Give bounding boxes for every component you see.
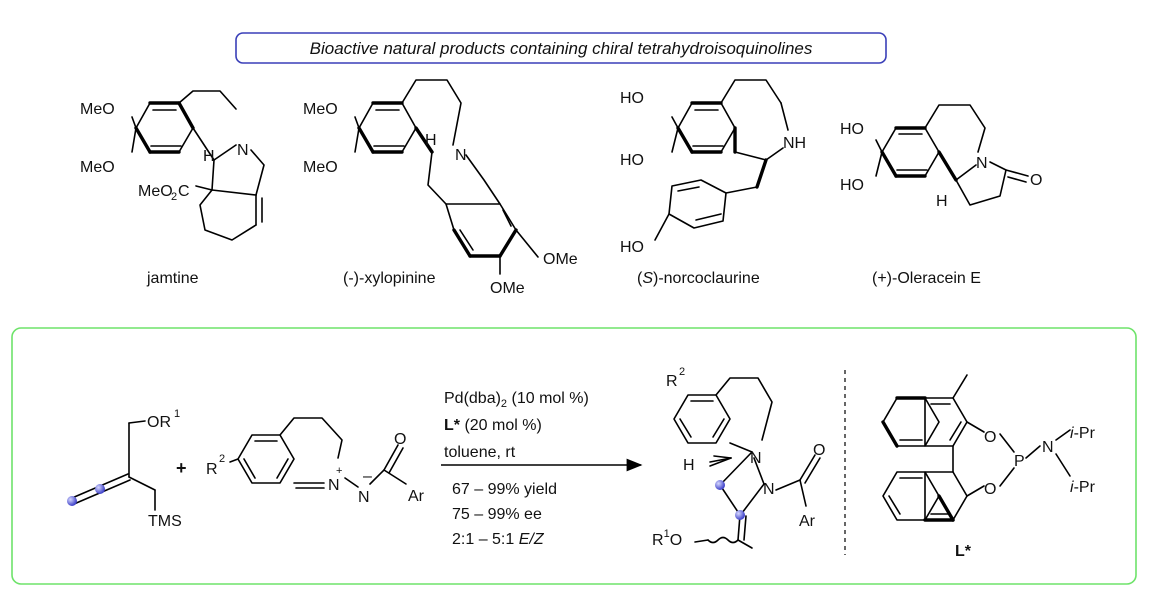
norcoclaurine-nh: NH bbox=[783, 135, 806, 152]
product-n-2: N bbox=[763, 481, 775, 498]
allene-or: OR bbox=[147, 414, 171, 431]
oleracein-ho-1: HO bbox=[840, 121, 864, 138]
xylopinine-ome-1: OMe bbox=[543, 251, 578, 268]
product-h: H bbox=[683, 457, 695, 474]
norcoclaurine-ho-3: HO bbox=[620, 239, 644, 256]
ligand-p: P bbox=[1014, 453, 1025, 470]
ligand-o-1: O bbox=[984, 429, 996, 446]
product-ar: Ar bbox=[799, 513, 816, 530]
ligand-structure: O O P N i-Pr i-Pr L* bbox=[881, 374, 1096, 560]
product-name-xylopinine: (-)-xylopinine bbox=[343, 270, 436, 287]
allene-dot-2 bbox=[95, 484, 105, 494]
condition-ligand: L* (20 mol %) bbox=[444, 417, 542, 434]
ylide-n-minus: N bbox=[358, 489, 370, 506]
reaction-box bbox=[11, 327, 1137, 585]
product-r1o-r: R1O bbox=[652, 528, 682, 549]
jamtine-meo-2: MeO bbox=[80, 159, 115, 176]
oleracein-h: H bbox=[936, 193, 948, 210]
ylide-n-plus: N bbox=[328, 477, 340, 494]
norcoclaurine-ho-2: HO bbox=[620, 152, 644, 169]
product-n-1: N bbox=[750, 450, 762, 467]
xylopinine-ome-2: OMe bbox=[490, 280, 525, 297]
result-yield: 67 – 99% yield bbox=[452, 481, 557, 498]
ligand-o-2: O bbox=[984, 481, 996, 498]
allene-or-sup: 1 bbox=[174, 408, 180, 420]
jamtine-ester-meo: MeO bbox=[138, 183, 173, 200]
jamtine-meo-1: MeO bbox=[80, 101, 115, 118]
ylide-ar: Ar bbox=[408, 488, 425, 505]
condition-solvent: toluene, rt bbox=[444, 444, 516, 461]
result-ez: 2:1 – 5:1 E/Z bbox=[452, 531, 545, 548]
plus-sign: + bbox=[176, 458, 187, 478]
ylide-o: O bbox=[394, 431, 406, 448]
result-ee: 75 – 99% ee bbox=[452, 506, 542, 523]
condition-catalyst: Pd(dba)2 (10 mol %) bbox=[444, 390, 589, 410]
product-name-oleracein: (+)-Oleracein E bbox=[872, 270, 981, 287]
ylide-r: R bbox=[206, 461, 218, 478]
isoquinolinium-ylide: R 2 N + N – O Ar bbox=[206, 417, 425, 506]
jamtine-n: N bbox=[237, 142, 249, 159]
ligand-n: N bbox=[1042, 439, 1054, 456]
jamtine-h: H bbox=[203, 148, 215, 165]
ligand-ipr-2: i-Pr bbox=[1070, 479, 1096, 496]
oleracein-structure: HO HO N O H (+)-Oleracein E bbox=[840, 104, 1042, 287]
oleracein-n: N bbox=[976, 155, 988, 172]
xylopinine-h: H bbox=[425, 132, 437, 149]
ylide-r-sup: 2 bbox=[219, 453, 225, 465]
allene-tms: TMS bbox=[148, 513, 182, 530]
scheme-title: Bioactive natural products containing ch… bbox=[310, 39, 813, 58]
norcoclaurine-structure: HO HO NH HO (S)-norcoclaurine bbox=[620, 79, 806, 287]
product-dot-2 bbox=[735, 510, 745, 520]
ylide-minus: – bbox=[363, 468, 372, 485]
xylopinine-structure: MeO MeO H N OMe OMe (-)-xylopinine bbox=[303, 79, 578, 297]
xylopinine-meo-1: MeO bbox=[303, 101, 338, 118]
product-name-jamtine: jamtine bbox=[146, 270, 199, 287]
allene-dot-1 bbox=[67, 496, 77, 506]
ligand-label: L* bbox=[955, 543, 972, 560]
xylopinine-meo-2: MeO bbox=[303, 159, 338, 176]
product-r: R bbox=[666, 373, 678, 390]
product-name-norcoclaurine: (S)-norcoclaurine bbox=[637, 270, 760, 287]
title-box bbox=[235, 32, 887, 64]
norcoclaurine-ho-1: HO bbox=[620, 90, 644, 107]
ylide-plus: + bbox=[336, 465, 342, 477]
oleracein-o: O bbox=[1030, 172, 1042, 189]
jamtine-ester-sub: 2 bbox=[171, 191, 177, 203]
ligand-ipr-1: i-Pr bbox=[1070, 425, 1096, 442]
jamtine-structure: MeO MeO H N MeO 2 C jamtine bbox=[80, 90, 265, 287]
allene-reagent: OR 1 TMS bbox=[67, 408, 182, 530]
jamtine-ester-c: C bbox=[178, 183, 190, 200]
oleracein-ho-2: HO bbox=[840, 177, 864, 194]
product-o: O bbox=[813, 442, 825, 459]
xylopinine-n: N bbox=[455, 147, 467, 164]
product-r-sup: 2 bbox=[679, 366, 685, 378]
product-dot-1 bbox=[715, 480, 725, 490]
reaction-product: R 2 H N N O Ar R1O bbox=[652, 366, 825, 549]
